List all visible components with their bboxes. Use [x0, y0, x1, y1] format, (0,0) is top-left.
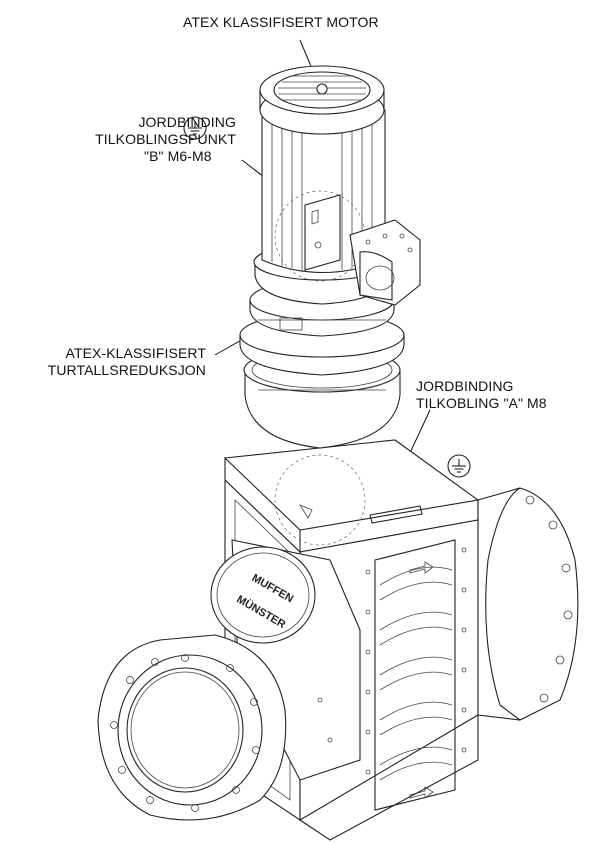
gear-reduction-label: ATEX-KLASSIFISERT TURTALLSREDUKSJON — [6, 345, 206, 379]
ground-b-label: JORDBINDING TILKOBLINGSPUNKT "B" M6-M8 — [36, 114, 236, 165]
gear-reduction-label-line-1: ATEX-KLASSIFISERT — [65, 345, 206, 361]
ground-b-label-line-2: TILKOBLINGSPUNKT — [95, 131, 236, 147]
left-flange — [97, 634, 287, 821]
ground-a-label-line-1: JORDBINDING — [416, 378, 514, 394]
terminal-box — [349, 219, 421, 306]
ground-a-label-line-2: TILKOBLING "A" M8 — [416, 395, 547, 411]
ground-a-label: JORDBINDING TILKOBLING "A" M8 — [416, 378, 547, 412]
ground-b-label-line-3: "B" M6-M8 — [144, 148, 212, 164]
motor-label: ATEX KLASSIFISERT MOTOR — [183, 14, 379, 30]
right-flange — [477, 487, 579, 721]
ground-symbol-icon — [447, 454, 471, 478]
fan-grille — [278, 75, 366, 101]
gear-reduction-label-line-2: TURTALLSREDUKSJON — [47, 362, 206, 378]
rotor-vanes — [379, 566, 453, 781]
ground-b-label-line-1: JORDBINDING — [138, 114, 236, 130]
ground-symbol-icon — [183, 116, 207, 140]
housing-bolts — [365, 547, 467, 775]
